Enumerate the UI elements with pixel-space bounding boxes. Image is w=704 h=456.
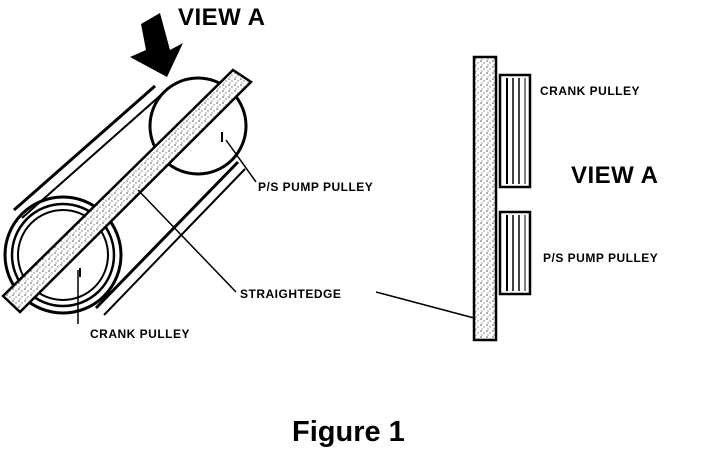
center-marks bbox=[79, 132, 223, 277]
figure-caption: Figure 1 bbox=[292, 416, 405, 448]
crank-pulley-side bbox=[498, 73, 532, 189]
ps-pump-pulley-left-label: P/S PUMP PULLEY bbox=[258, 180, 374, 194]
straightedge-left bbox=[1, 68, 253, 314]
view-a-side-label: VIEW A bbox=[571, 162, 659, 189]
crank-pulley-side-label: CRANK PULLEY bbox=[540, 84, 641, 98]
view-a-arrow-icon bbox=[130, 13, 183, 77]
ps-pump-pulley-side bbox=[498, 210, 532, 296]
view-a-label: VIEW A bbox=[178, 4, 266, 31]
crank-pulley-left-label: CRANK PULLEY bbox=[90, 327, 191, 341]
straightedge-side bbox=[472, 55, 498, 342]
drive-belt bbox=[13, 84, 246, 316]
straightedge-label: STRAIGHTEDGE bbox=[240, 287, 342, 301]
ps-pump-pulley-side-label: P/S PUMP PULLEY bbox=[543, 251, 659, 265]
leader-lines bbox=[77, 139, 475, 324]
